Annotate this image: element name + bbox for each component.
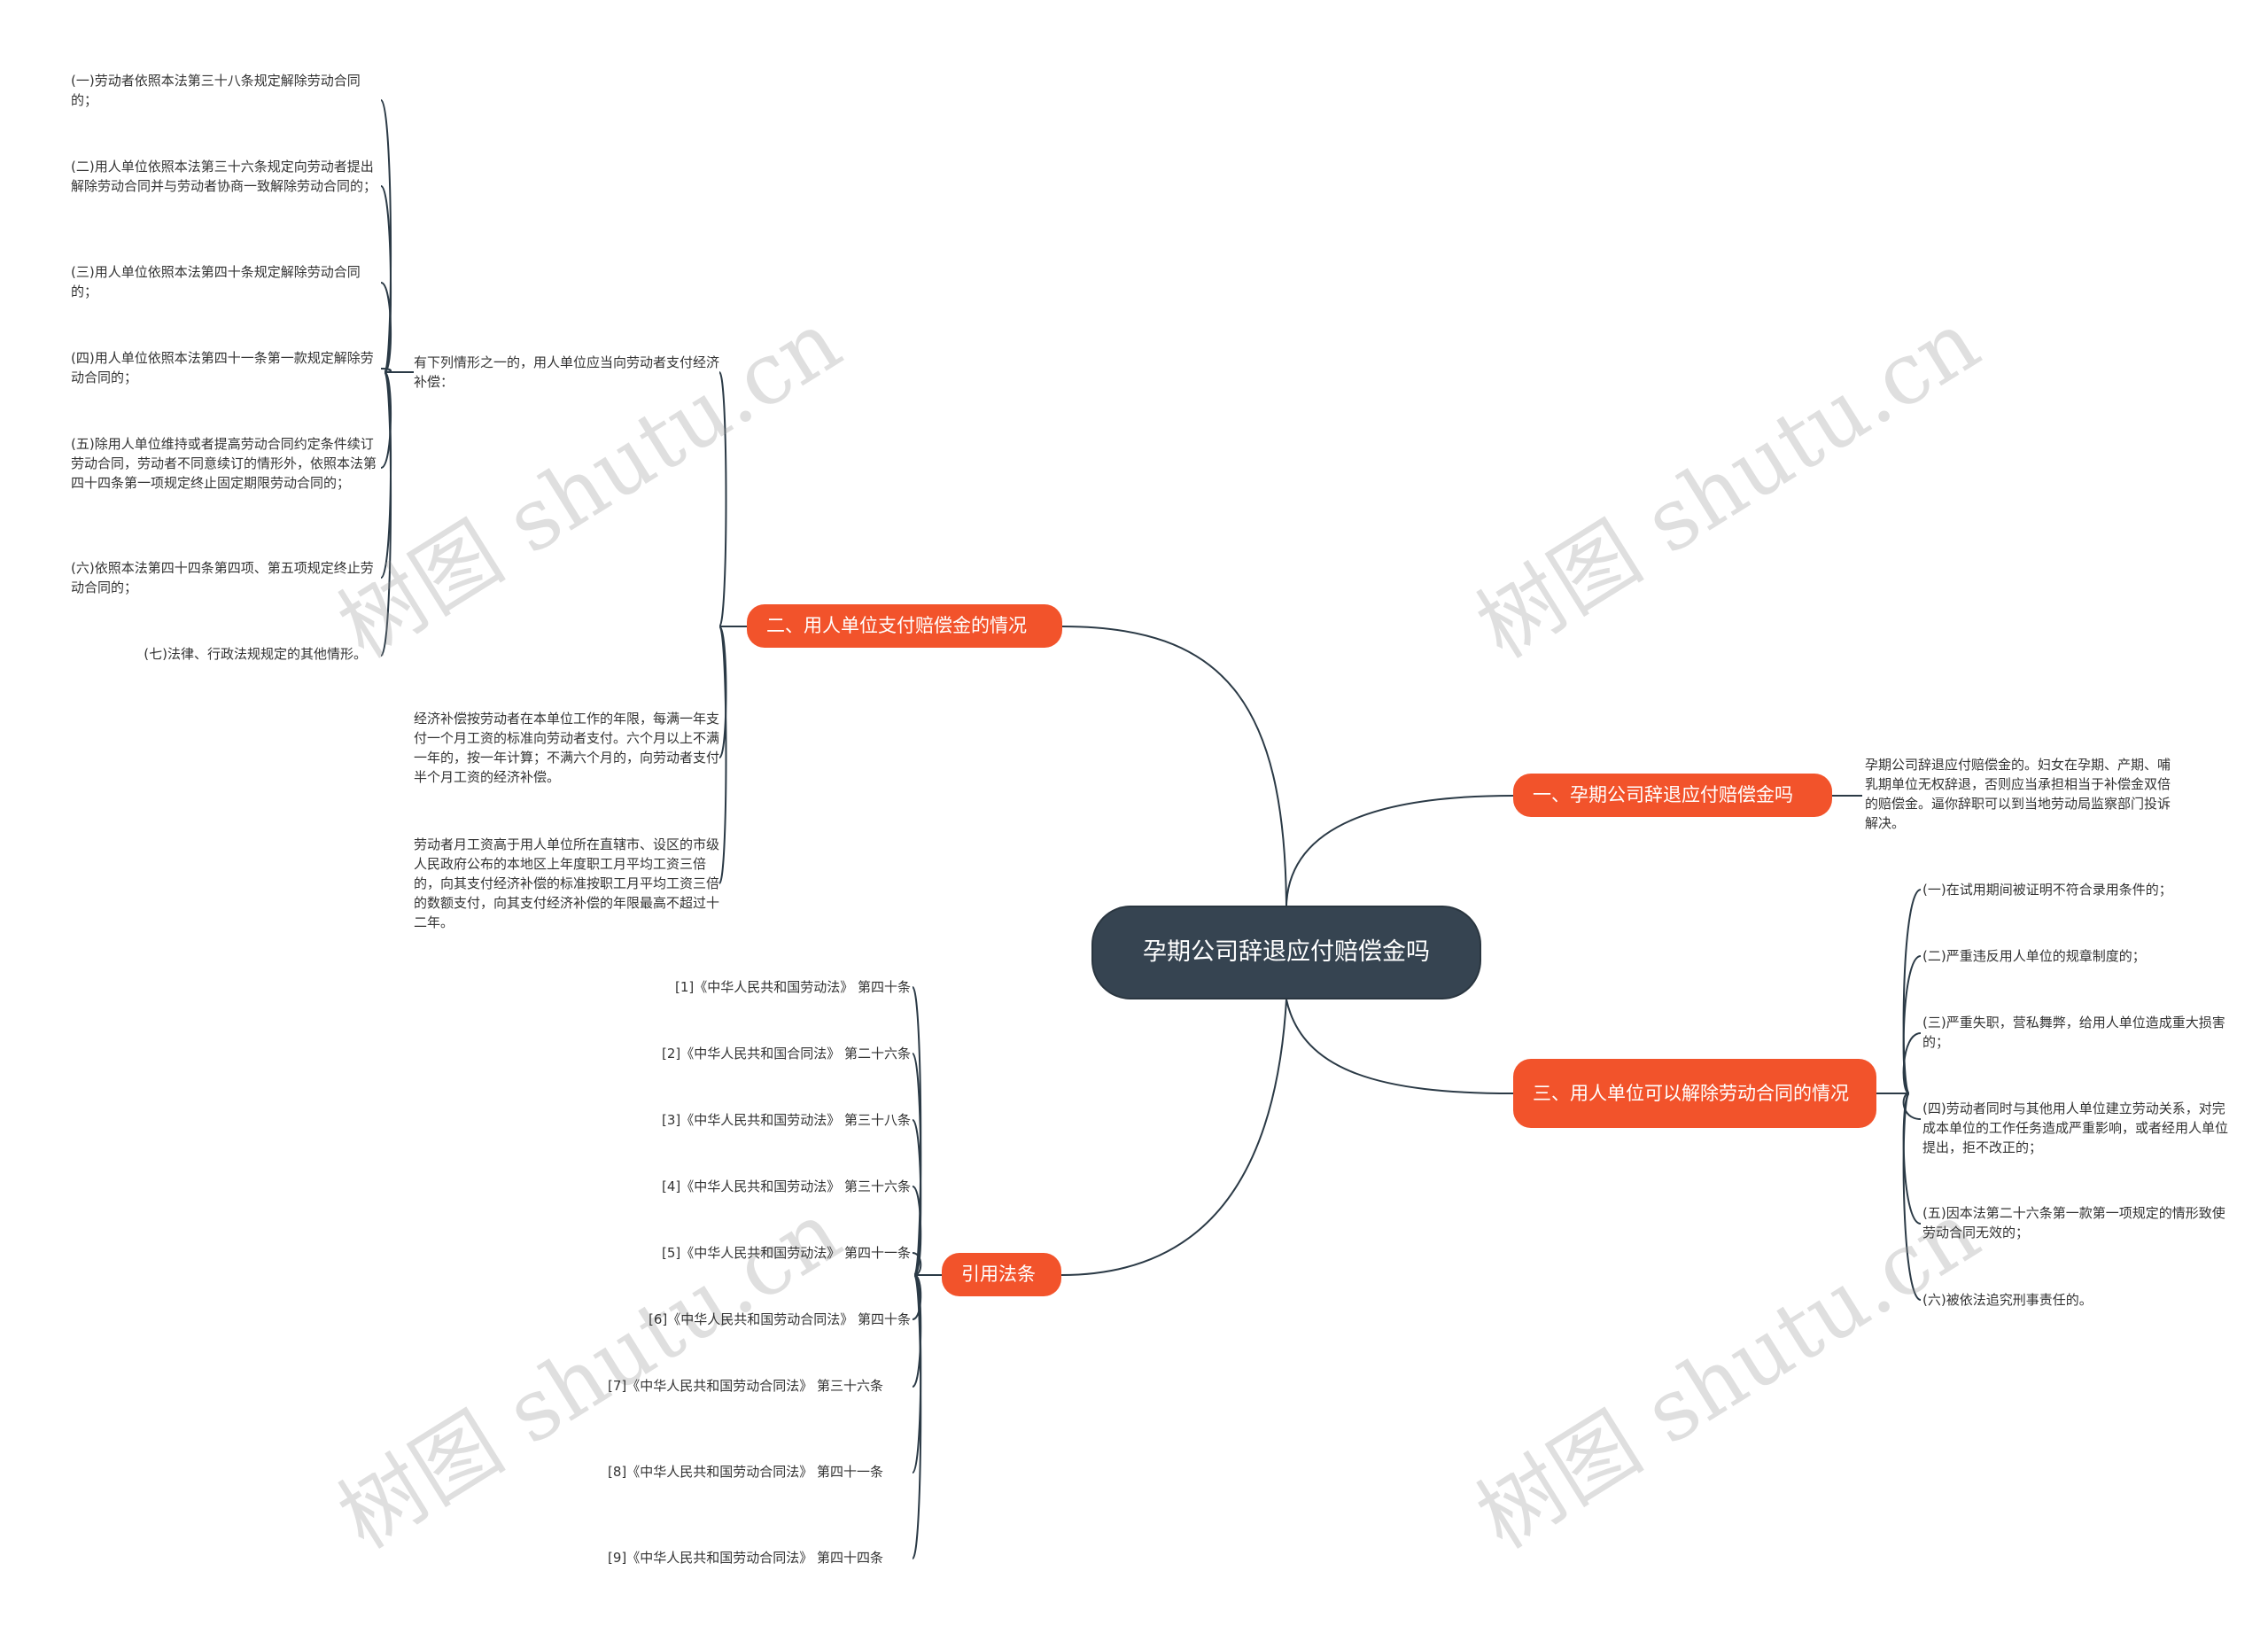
root-topic-label: 孕期公司辞退应付赔偿金吗 xyxy=(1143,938,1430,966)
branch-3-label: 三、用人单位可以解除劳动合同的情况 xyxy=(1533,1082,1849,1104)
law-citation: [6]《中华人民共和国劳动合同法》 第四十条 xyxy=(648,1311,911,1327)
edge-root-branch-3 xyxy=(1285,999,1514,1094)
edge-branch-4-leaf xyxy=(912,1119,922,1276)
law-citation: [8]《中华人民共和国劳动合同法》 第四十一条 xyxy=(608,1464,884,1480)
case-item: (二)用人单位依照本法第三十六条规定向劳动者提出解除劳动合同并与劳动者协商一致解… xyxy=(71,159,377,194)
law-citation: [1]《中华人民共和国劳动法》 第四十条 xyxy=(674,979,911,995)
law-citation: [4]《中华人民共和国劳动法》 第三十六条 xyxy=(661,1178,911,1194)
branch-1-topic[interactable]: 一、孕期公司辞退应付赔偿金吗 xyxy=(1513,774,1832,817)
branch-3-topic[interactable]: 三、用人单位可以解除劳动合同的情况 xyxy=(1513,1059,1876,1128)
dismissal-item: (四)劳动者同时与其他用人单位建立劳动关系，对完成本单位的工作任务造成严重影响，… xyxy=(1922,1100,2229,1155)
edge-root-branch-1 xyxy=(1285,795,1514,906)
case-item: (三)用人单位依照本法第四十条规定解除劳动合同的； xyxy=(71,264,361,299)
case-item: (六)依照本法第四十四条第四项、第五项规定终止劳动合同的； xyxy=(71,560,374,595)
edge-branch-4-leaf xyxy=(912,1186,922,1276)
branch-1-detail: 孕期公司辞退应付赔偿金的。妇女在孕期、产期、哺乳期单位无权辞退，否则应当承担相当… xyxy=(1865,757,2171,831)
edge-branch-4-leaf xyxy=(912,1274,922,1474)
edge-branch-2-cases-leaf xyxy=(380,185,392,373)
dismissal-item: (二)严重违反用人单位的规章制度的； xyxy=(1922,948,2146,964)
law-citation: [7]《中华人民共和国劳动合同法》 第三十六条 xyxy=(608,1378,884,1394)
branch-2-label: 二、用人单位支付赔偿金的情况 xyxy=(766,615,1027,636)
dismissal-item: (三)严重失职，营私舞弊，给用人单位造成重大损害的； xyxy=(1922,1015,2225,1050)
branch-4-topic[interactable]: 引用法条 xyxy=(942,1253,1061,1296)
branch-2-compensation-rule: 经济补偿按劳动者在本单位工作的年限，每满一年支付一个月工资的标准向劳动者支付。六… xyxy=(414,711,720,785)
dismissal-item: (六)被依法追究刑事责任的。 xyxy=(1922,1292,2093,1308)
case-item: (五)除用人单位维持或者提高劳动合同约定条件续订劳动合同，劳动者不同意续订的情形… xyxy=(71,436,377,491)
edge-branch-3-leaf xyxy=(1902,1093,1922,1301)
case-item: (四)用人单位依照本法第四十一条第一款规定解除劳动合同的； xyxy=(71,350,374,385)
branch-1-label: 一、孕期公司辞退应付赔偿金吗 xyxy=(1533,784,1793,805)
branch-2-intro: 有下列情形之一的，用人单位应当向劳动者支付经济补偿： xyxy=(414,354,720,390)
case-item: (七)法律、行政法规规定的其他情形。 xyxy=(144,646,367,662)
law-citation: [9]《中华人民共和国劳动合同法》 第四十四条 xyxy=(608,1550,884,1566)
law-citation: [2]《中华人民共和国合同法》 第二十六条 xyxy=(661,1046,911,1062)
law-citation: [5]《中华人民共和国劳动法》 第四十一条 xyxy=(661,1245,911,1261)
dismissal-item: (一)在试用期间被证明不符合录用条件的； xyxy=(1922,882,2172,898)
edge-branch-2-cases-leaf xyxy=(380,368,392,373)
branch-2-topic[interactable]: 二、用人单位支付赔偿金的情况 xyxy=(747,604,1062,648)
law-citation: [3]《中华人民共和国劳动法》 第三十八条 xyxy=(661,1112,911,1128)
edge-branch-4-leaf xyxy=(912,1252,922,1276)
branch-4-label: 引用法条 xyxy=(961,1264,1036,1285)
dismissal-item: (五)因本法第二十六条第一款第一项规定的情形致使劳动合同无效的； xyxy=(1922,1205,2225,1240)
branch-2-salary-cap: 劳动者月工资高于用人单位所在直辖市、设区的市级人民政府公布的本地区上年度职工月平… xyxy=(414,836,720,930)
edge-branch-3-leaf xyxy=(1902,1032,1922,1094)
root-topic[interactable]: 孕期公司辞退应付赔偿金吗 xyxy=(1091,906,1481,999)
edge-branch-4-leaf xyxy=(912,1274,922,1559)
edge-branch-2-leaf xyxy=(718,626,727,884)
edge-root-branch-2 xyxy=(1061,626,1287,906)
edge-branch-2-leaf xyxy=(718,371,727,627)
case-item: (一)劳动者依照本法第三十八条规定解除劳动合同的； xyxy=(71,73,361,108)
edge-root-branch-4 xyxy=(1060,999,1287,1276)
edge-branch-3-leaf xyxy=(1902,955,1922,1094)
edge-branch-2-cases-leaf xyxy=(380,371,392,657)
